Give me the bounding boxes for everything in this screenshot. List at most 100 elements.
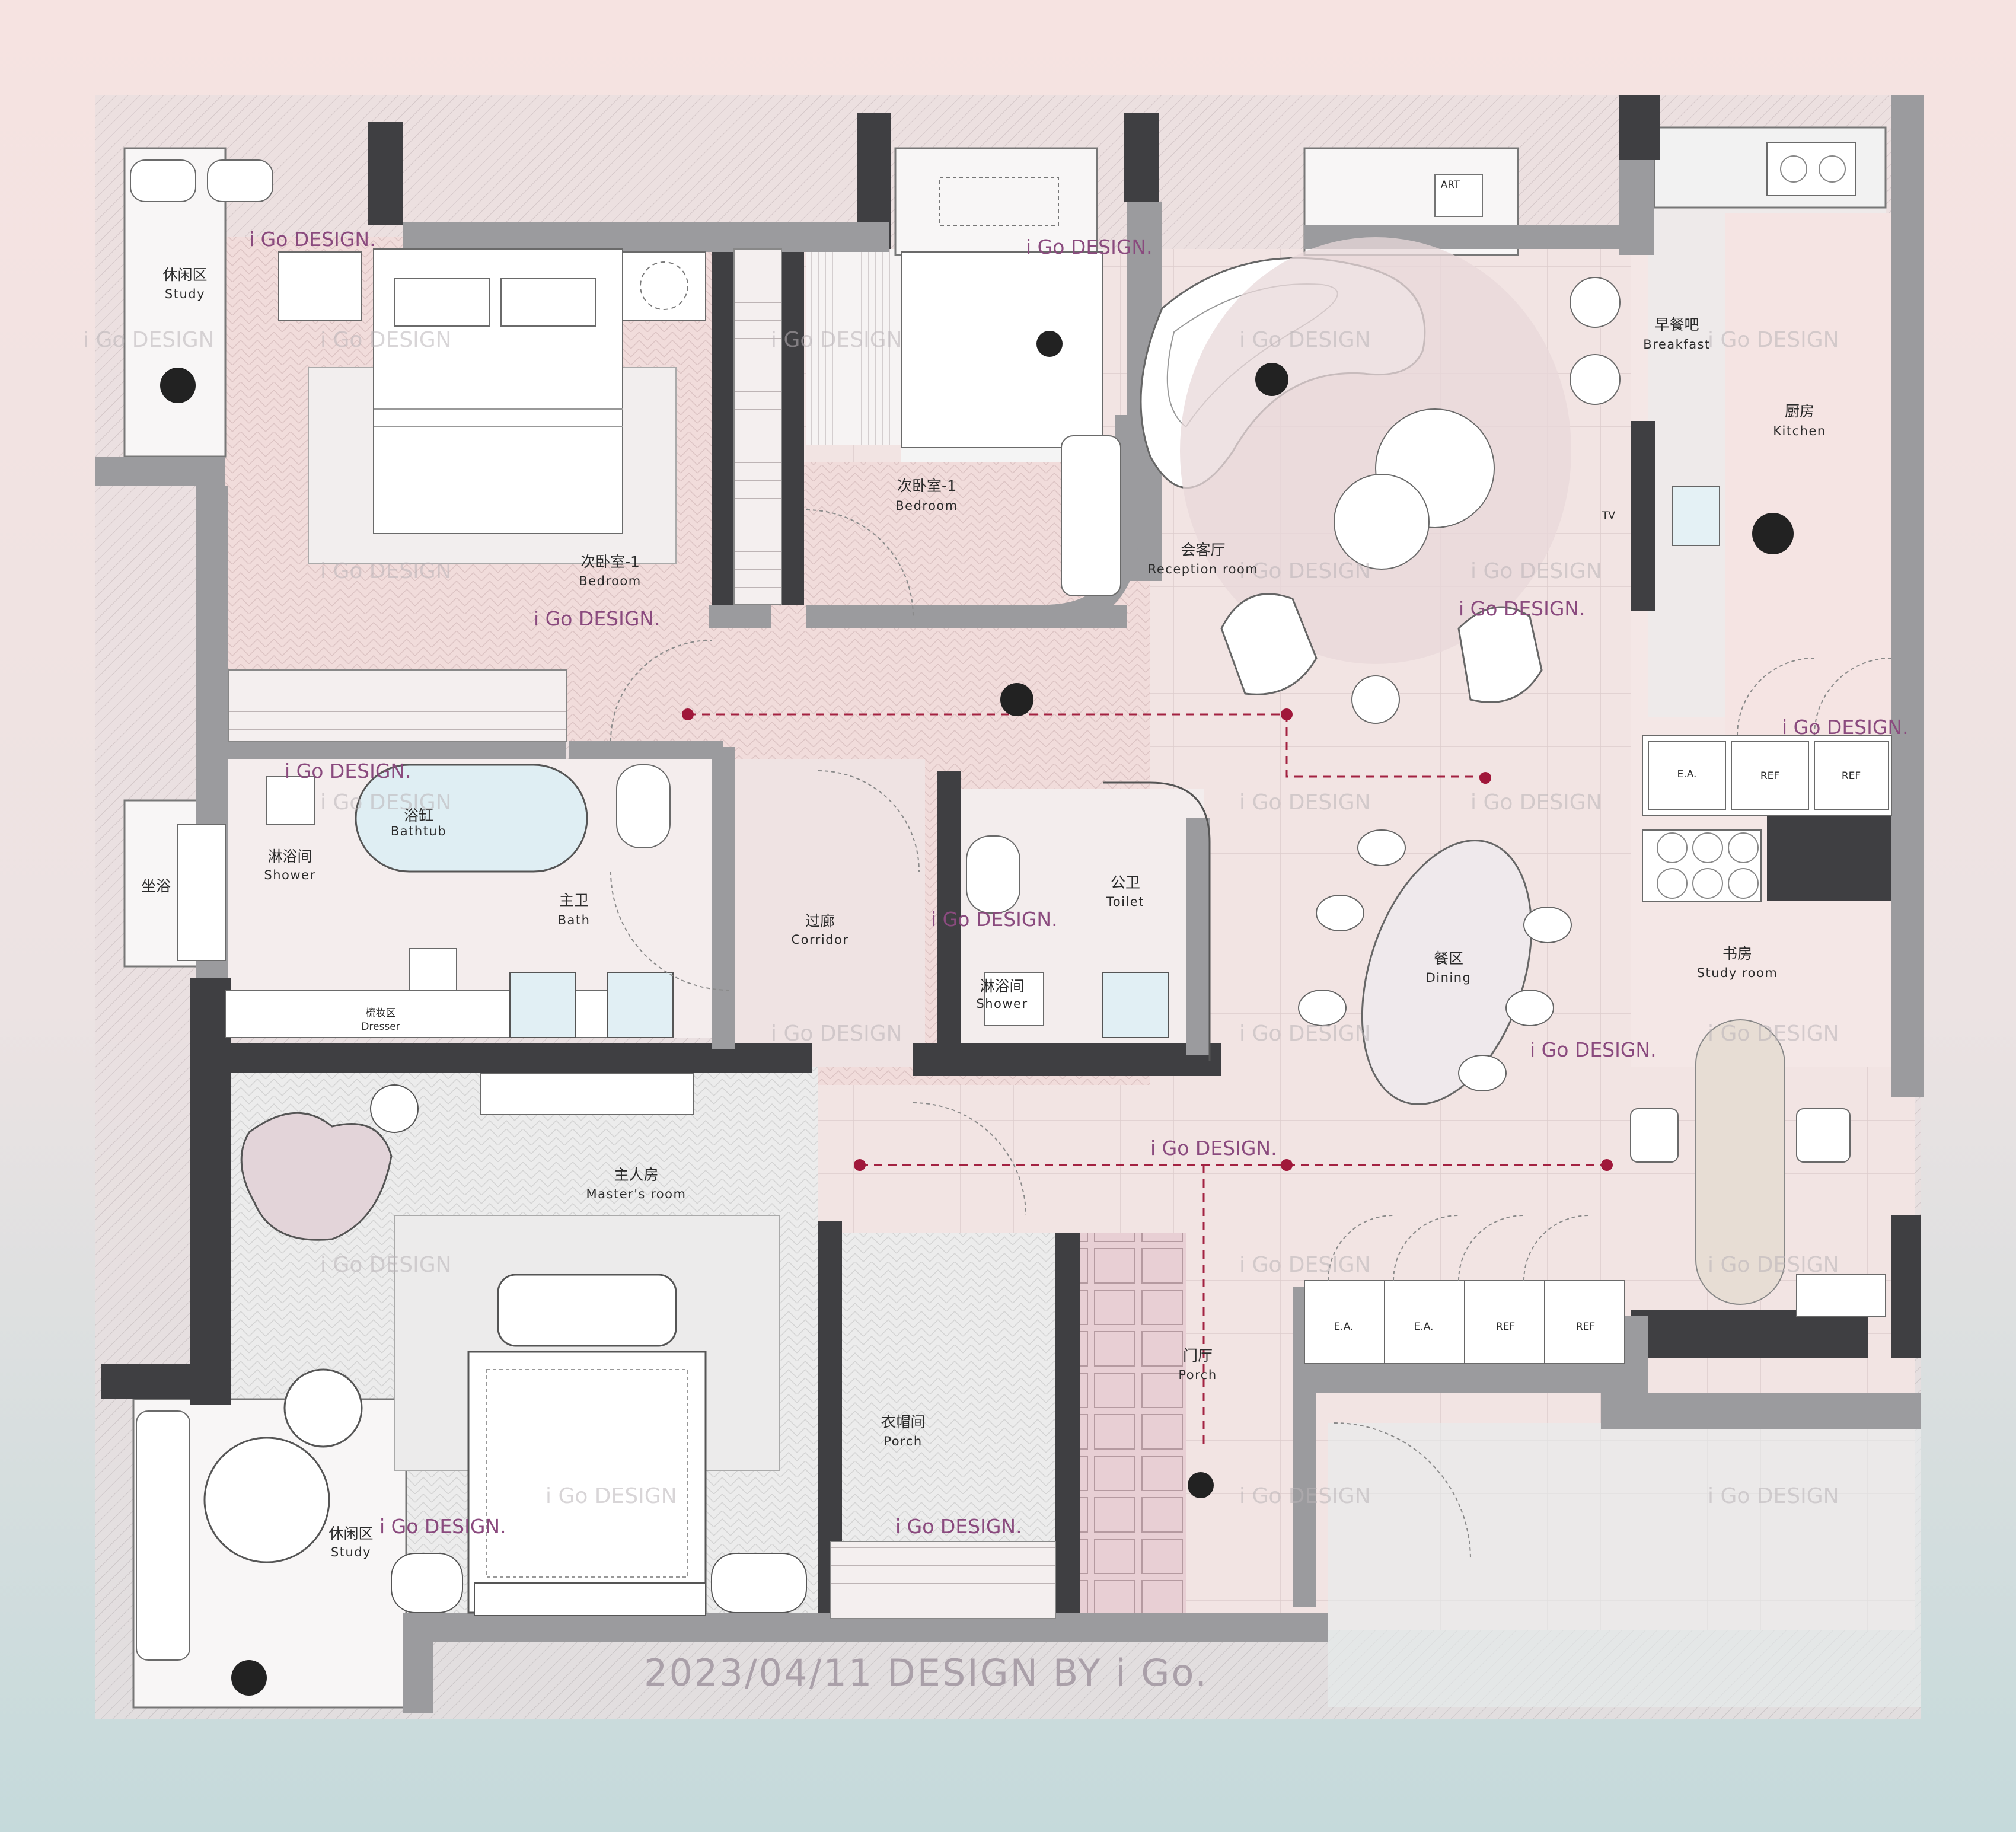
label-shower-toilet-en: Shower [976,997,1028,1011]
svg-text:i Go DESIGN.: i Go DESIGN. [1782,716,1909,739]
balcony-furniture [130,159,362,1661]
label-breakfast-cn: 早餐吧 [1654,316,1699,333]
label-porch-ea-2: E.A. [1414,1321,1434,1333]
label-sitting-bath: 坐浴 [141,877,171,895]
svg-text:i Go DESIGN.: i Go DESIGN. [285,759,412,783]
label-kitchen-en: Kitchen [1773,424,1826,438]
label-porch-ref-2: REF [1576,1321,1595,1333]
svg-text:i Go DESIGN: i Go DESIGN [1708,1022,1839,1046]
svg-text:i Go DESIGN.: i Go DESIGN. [379,1515,506,1538]
label-corridor-cn: 过廊 [805,912,835,930]
svg-text:i Go DESIGN: i Go DESIGN [320,1253,452,1277]
svg-text:i Go DESIGN.: i Go DESIGN. [1530,1038,1657,1061]
label-bath-cn: 主卫 [559,892,589,909]
stair-upper [228,669,567,742]
label-master-cn: 主人房 [614,1166,658,1183]
breakfast-stools [1570,277,1621,405]
stair-closet [830,1541,1056,1619]
label-study-left-en: Study [165,287,205,301]
svg-text:i Go DESIGN: i Go DESIGN [320,559,452,583]
human-figures [160,331,1794,1696]
svg-text:i Go DESIGN: i Go DESIGN [83,328,215,352]
label-study-bottom-en: Study [331,1545,371,1559]
label-reception-cn: 会客厅 [1181,541,1225,558]
label-corridor-en: Corridor [791,933,848,947]
label-reception-en: Reception room [1148,562,1259,576]
stair-left [733,248,782,605]
label-dining-cn: 餐区 [1434,950,1463,967]
ghost-watermarks: i Go DESIGN i Go DESIGN i Go DESIGN i Go… [83,328,1839,1508]
label-cloakroom-en: Porch [883,1434,922,1448]
porch-cabinets [1304,1280,1625,1364]
svg-text:i Go DESIGN: i Go DESIGN [1470,559,1602,583]
label-breakfast-en: Breakfast [1643,337,1710,352]
label-study-bottom-cn: 休闲区 [328,1525,373,1542]
kitchen-fixtures [1642,142,1892,902]
label-shower-main-cn: 淋浴间 [267,848,312,865]
svg-text:i Go DESIGN: i Go DESIGN [1239,328,1371,352]
label-master-en: Master's room [586,1187,687,1201]
svg-text:i Go DESIGN: i Go DESIGN [1239,1253,1371,1277]
svg-text:i Go DESIGN: i Go DESIGN [320,328,452,352]
label-study-left-cn: 休闲区 [162,266,207,283]
study-desk [1630,1019,1886,1317]
label-kitchen-ref-1: REF [1760,770,1779,782]
svg-text:i Go DESIGN: i Go DESIGN [1239,559,1371,583]
svg-text:i Go DESIGN: i Go DESIGN [1239,1484,1371,1508]
footer-credit: 2023/04/11 DESIGN BY i Go. [644,1651,1208,1694]
bath-fixtures [177,764,1211,1061]
label-porch-en: Porch [1178,1368,1217,1382]
svg-text:i Go DESIGN: i Go DESIGN [320,790,452,815]
label-dresser-cn: 梳妆区 [366,1007,396,1019]
svg-text:i Go DESIGN: i Go DESIGN [1708,1484,1839,1508]
circulation-route [682,708,1613,1447]
label-study-room-cn: 书房 [1722,945,1752,962]
label-shower-main-en: Shower [264,868,315,882]
label-toilet-cn: 公卫 [1111,874,1140,891]
label-guest-bedroom-cn: 次卧室-1 [580,553,640,570]
label-toilet-en: Toilet [1106,895,1144,909]
label-art: ART [1441,179,1460,191]
svg-text:i Go DESIGN: i Go DESIGN [771,328,902,352]
room-labels: 休闲区 Study 次卧室-1 Bedroom 次卧室-1 Bedroom 会客… [141,179,1826,1559]
svg-text:i Go DESIGN.: i Go DESIGN. [1459,597,1586,620]
svg-text:i Go DESIGN.: i Go DESIGN. [1026,235,1153,258]
structural-walls [101,95,1921,1613]
appliance-labels: E.A. REF REF E.A. E.A. REF REF [1334,768,1861,1333]
svg-text:i Go DESIGN.: i Go DESIGN. [534,607,661,630]
svg-text:i Go DESIGN: i Go DESIGN [771,1022,902,1046]
label-guest-bedroom-en: Bedroom [579,574,641,588]
label-bedroom-2-cn: 次卧室-1 [897,477,956,494]
label-bathtub-en: Bathtub [391,824,446,838]
label-bath-en: Bath [558,913,591,927]
label-kitchen-ea: E.A. [1677,768,1697,780]
svg-text:i Go DESIGN.: i Go DESIGN. [931,908,1058,931]
label-dining-en: Dining [1426,971,1472,985]
label-bathtub-cn: 浴缸 [404,807,433,824]
dining-table [1298,829,1572,1105]
svg-text:i Go DESIGN.: i Go DESIGN. [1150,1137,1277,1160]
svg-text:i Go DESIGN: i Go DESIGN [1239,790,1371,815]
label-kitchen-ref-2: REF [1842,770,1861,782]
door-swings [610,509,1892,1560]
svg-text:i Go DESIGN.: i Go DESIGN. [249,228,376,251]
label-bedroom-2-en: Bedroom [895,499,958,513]
label-porch-ea-1: E.A. [1334,1321,1354,1333]
master-furniture [203,1073,807,1616]
label-shower-toilet-cn: 淋浴间 [980,978,1024,995]
label-tv: TV [1602,510,1615,522]
label-dresser-en: Dresser [361,1021,400,1033]
label-kitchen-cn: 厨房 [1785,403,1814,420]
svg-text:i Go DESIGN: i Go DESIGN [1708,328,1839,352]
reception-furniture [1140,174,1571,724]
label-study-room-en: Study room [1697,966,1778,980]
svg-text:i Go DESIGN: i Go DESIGN [546,1484,677,1508]
small-bed [901,177,1121,596]
svg-text:i Go DESIGN: i Go DESIGN [1470,790,1602,815]
svg-text:i Go DESIGN: i Go DESIGN [1239,1022,1371,1046]
brand-watermarks: i Go DESIGN. i Go DESIGN. i Go DESIGN. i… [249,228,1909,1538]
label-porch-ref-1: REF [1496,1321,1515,1333]
svg-text:i Go DESIGN: i Go DESIGN [1708,1253,1839,1277]
